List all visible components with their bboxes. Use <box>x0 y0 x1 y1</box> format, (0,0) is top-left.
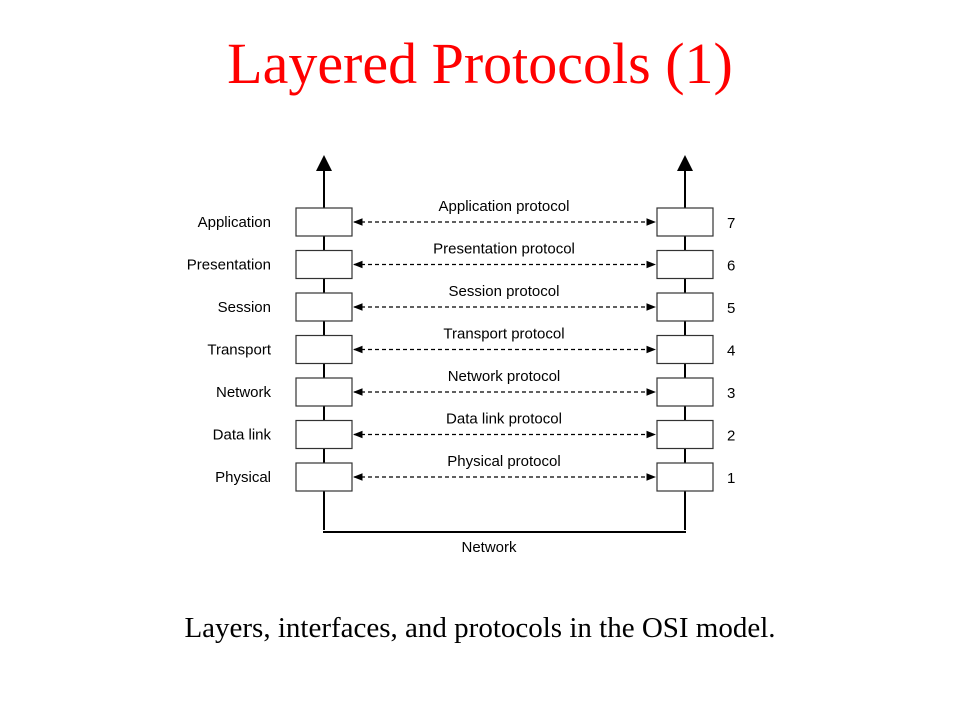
right-layer-box-presentation <box>656 249 714 280</box>
right-layer-box-data-link <box>656 419 714 450</box>
right-layer-box-application <box>656 207 714 237</box>
figure-caption: Layers, interfaces, and protocols in the… <box>184 612 776 644</box>
protocol-label-session: Session protocol <box>449 283 560 300</box>
layer-name-presentation: Presentation <box>187 257 271 274</box>
left-layer-box-presentation <box>295 249 353 280</box>
protocol-label-application: Application protocol <box>439 198 570 215</box>
protocol-label-physical: Physical protocol <box>447 453 560 470</box>
layer-name-data-link: Data link <box>213 427 272 444</box>
layer-name-session: Session <box>218 299 271 316</box>
left-layer-box-physical <box>295 462 353 492</box>
left-layer-box-transport <box>295 334 353 365</box>
layer-number-1: 1 <box>727 470 735 487</box>
layer-name-physical: Physical <box>215 469 271 486</box>
layer-number-6: 6 <box>727 258 735 275</box>
left-layer-box-data-link <box>295 419 353 450</box>
layer-number-3: 3 <box>727 385 735 402</box>
right-layer-box-session <box>656 292 714 322</box>
slide-title: Layered Protocols (1) <box>227 31 733 96</box>
left-layer-box-application <box>295 207 353 237</box>
protocol-label-transport: Transport protocol <box>443 326 564 343</box>
protocol-label-presentation: Presentation protocol <box>433 241 575 258</box>
layer-number-7: 7 <box>727 215 735 232</box>
right-layer-box-network <box>656 377 714 407</box>
layer-number-2: 2 <box>727 428 735 445</box>
left-layer-box-network <box>295 377 353 407</box>
layer-number-4: 4 <box>727 343 735 360</box>
left-layer-box-session <box>295 292 353 322</box>
right-layer-box-transport <box>656 334 714 365</box>
layer-name-network: Network <box>216 384 272 401</box>
protocol-label-data-link: Data link protocol <box>446 411 562 428</box>
layer-name-transport: Transport <box>207 342 271 359</box>
protocol-label-network: Network protocol <box>448 368 561 385</box>
right-layer-box-physical <box>656 462 714 492</box>
layers-group: Application Application protocol 7Presenta… <box>187 198 735 492</box>
layer-name-application: Application <box>198 214 271 231</box>
network-label: Network <box>461 539 517 556</box>
layer-number-5: 5 <box>727 300 735 317</box>
